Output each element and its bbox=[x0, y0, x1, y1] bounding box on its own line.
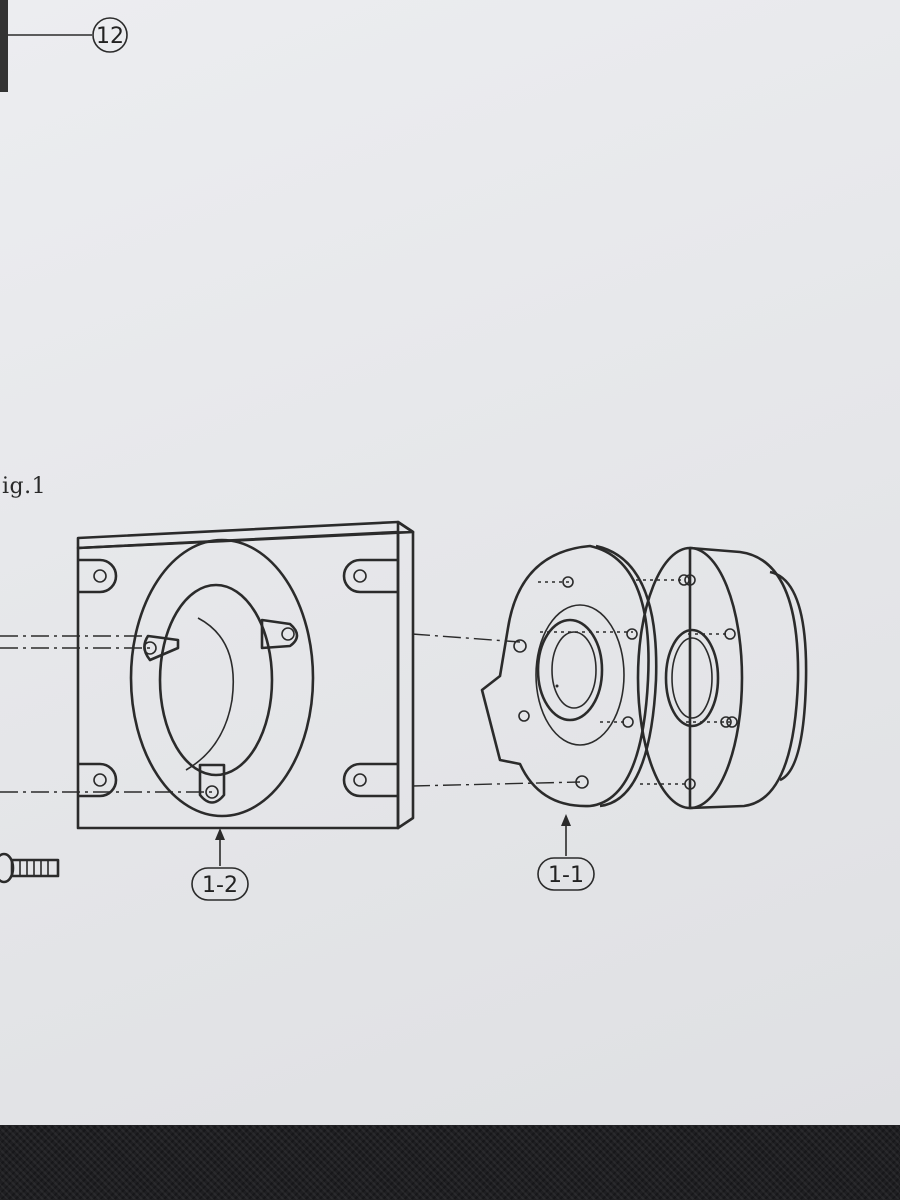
manual-page: ig.1 bbox=[0, 0, 900, 1125]
figure-label: ig.1 bbox=[2, 474, 47, 499]
faceplate-part bbox=[76, 520, 415, 830]
mesh-grille bbox=[158, 583, 274, 777]
exploded-diagram: 12 bbox=[0, 0, 900, 1125]
front-ring-plate bbox=[480, 544, 658, 808]
outer-oval bbox=[129, 538, 315, 818]
mount-slot bbox=[78, 558, 118, 594]
callout-circle bbox=[92, 17, 128, 53]
rear-magnet-housing bbox=[636, 546, 808, 810]
callout-1-1: 1-1 bbox=[537, 814, 595, 891]
callout-12: 12 bbox=[8, 17, 128, 53]
mount-slot bbox=[342, 762, 398, 798]
page-edge-tab bbox=[0, 0, 8, 92]
alignment-lines bbox=[0, 579, 730, 793]
callout-1-2: 1-2 bbox=[191, 828, 249, 901]
callout-1-1-text: 1-1 bbox=[548, 863, 584, 888]
screw-icon bbox=[0, 852, 60, 884]
mount-slot bbox=[342, 558, 398, 594]
table-surface bbox=[0, 1125, 900, 1200]
callout-1-2-text: 1-2 bbox=[202, 873, 238, 898]
mount-slot bbox=[78, 762, 118, 798]
callout-12-text: 12 bbox=[96, 24, 124, 49]
